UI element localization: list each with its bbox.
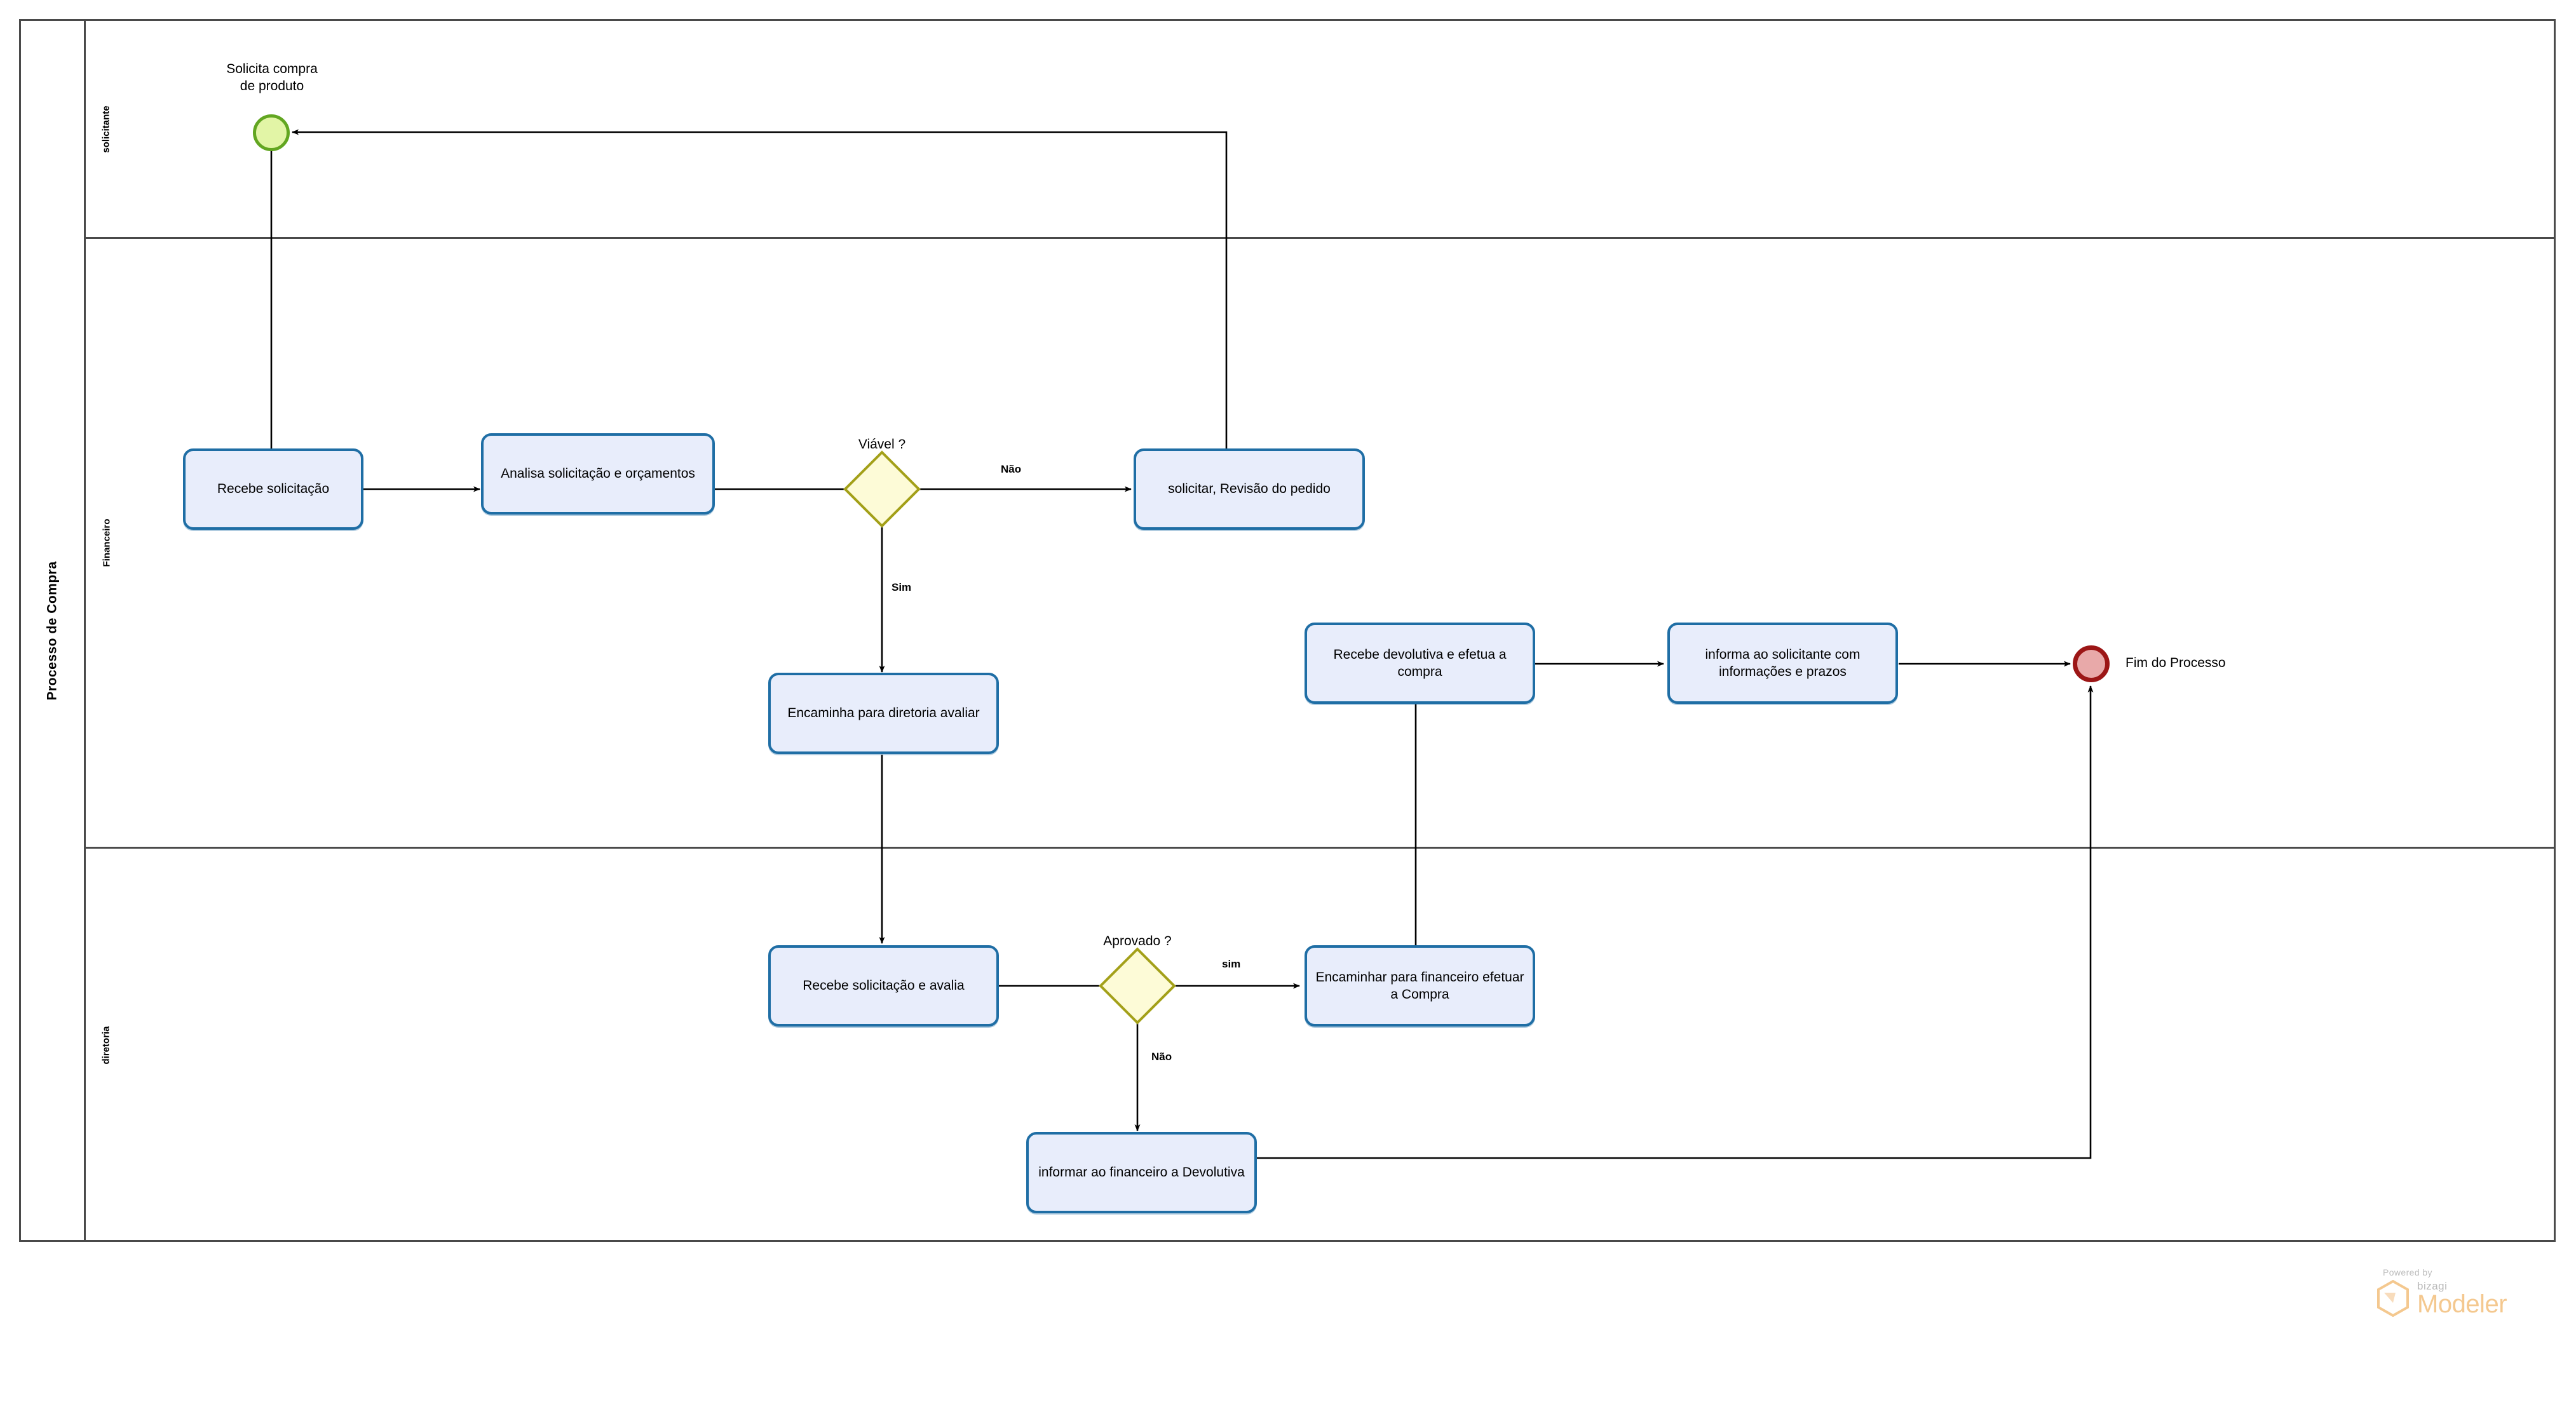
end-event[interactable] <box>2073 645 2110 682</box>
flow-label-sim-aprovado: sim <box>1222 958 1241 970</box>
pool-processo-de-compra: Processo de Compra solicitante Financeir… <box>19 19 2556 1242</box>
watermark-brand: bizagi <box>2417 1280 2448 1292</box>
task-informa-ao-solicitante[interactable]: informa ao solicitante com informações e… <box>1667 623 1898 704</box>
watermark-powered-by: Powered by <box>2383 1267 2432 1277</box>
lane-header-diretoria: diretoria <box>86 849 127 1242</box>
pool-title: Processo de Compra <box>44 560 60 701</box>
task-recebe-devolutiva-efetua-compra[interactable]: Recebe devolutiva e efetua a compra <box>1305 623 1535 704</box>
task-recebe-solicitacao-e-avalia[interactable]: Recebe solicitação e avalia <box>768 945 999 1027</box>
task-encaminha-para-diretoria-avaliar[interactable]: Encaminha para diretoria avaliar <box>768 673 999 754</box>
pool-header: Processo de Compra <box>21 21 86 1240</box>
lane-header-solicitante: solicitante <box>86 21 127 237</box>
gateway-viavel[interactable] <box>843 450 921 528</box>
task-recebe-solicitacao[interactable]: Recebe solicitação <box>183 448 363 530</box>
lane-solicitante: solicitante <box>86 21 2554 237</box>
gateway-aprovado-label: Aprovado ? <box>1103 934 1172 948</box>
gateway-viavel-label: Viável ? <box>858 437 906 452</box>
bizagi-hexagon-icon <box>2377 1280 2409 1317</box>
lane-label-solicitante: solicitante <box>101 105 112 153</box>
gateway-aprovado[interactable] <box>1099 947 1176 1025</box>
lane-diretoria: diretoria <box>86 847 2554 1242</box>
end-event-label: Fim do Processo <box>2125 656 2226 670</box>
bizagi-watermark: Powered by bizagi Modeler <box>2345 1267 2523 1337</box>
gateway-aprovado-diamond <box>1099 947 1176 1025</box>
flow-label-sim-viavel: Sim <box>891 581 912 593</box>
task-informar-ao-financeiro-devolutiva[interactable]: informar ao financeiro a Devolutiva <box>1026 1132 1257 1213</box>
task-encaminhar-para-financeiro-efetuar-compra[interactable]: Encaminhar para financeiro efetuar a Com… <box>1305 945 1535 1027</box>
start-event[interactable] <box>253 114 290 151</box>
lane-financeiro: Financeiro <box>86 237 2554 847</box>
lane-label-financeiro: Financeiro <box>101 518 112 567</box>
task-analisa-solicitacao-orcamentos[interactable]: Analisa solicitação e orçamentos <box>481 433 715 515</box>
start-event-label: Solicita compra de produto <box>226 62 318 94</box>
watermark-product: Modeler <box>2417 1290 2507 1318</box>
gateway-viavel-diamond <box>843 450 921 528</box>
lane-label-diretoria: diretoria <box>100 1026 112 1065</box>
task-solicitar-revisao-pedido[interactable]: solicitar, Revisão do pedido <box>1134 448 1365 530</box>
flow-label-nao-aprovado: Não <box>1151 1051 1172 1063</box>
flow-label-nao-viavel: Não <box>1001 463 1022 475</box>
lane-header-financeiro: Financeiro <box>86 239 127 847</box>
